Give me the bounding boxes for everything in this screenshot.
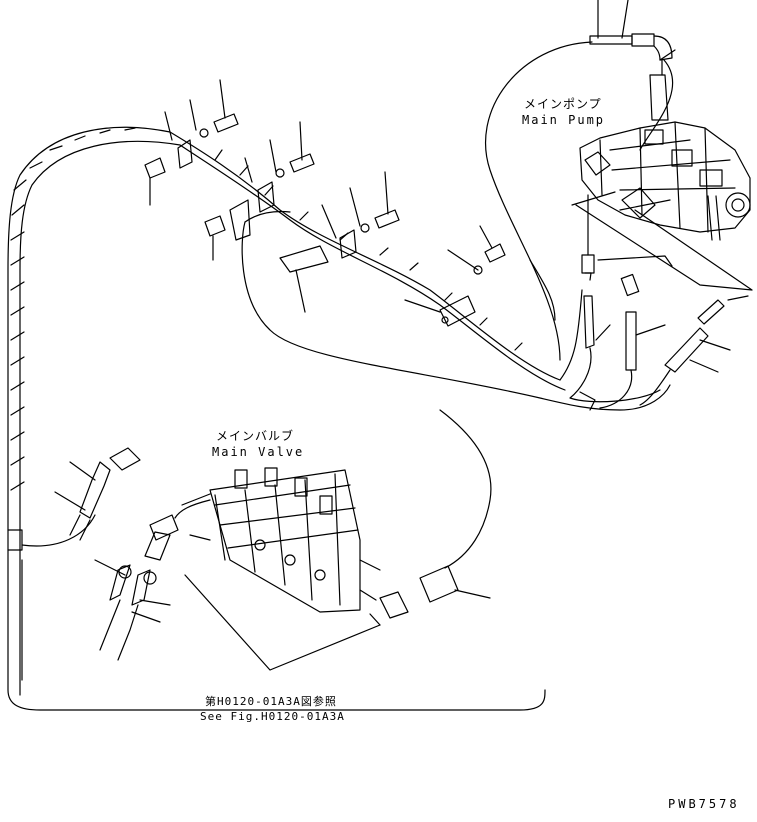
- bolts-washers: [144, 113, 506, 275]
- main-pump-label-ja: メインポンプ: [524, 97, 602, 111]
- see-fig-label-ja: 第H0120-01A3A図参照: [205, 695, 337, 708]
- part-leader-lines: [149, 79, 493, 313]
- pump-leader-lines: [529, 259, 731, 351]
- main-valve-label-en: Main Valve: [212, 445, 305, 459]
- main-valve-label-ja: メインバルブ: [216, 429, 295, 443]
- right-side-hoses: [559, 194, 749, 411]
- main-pump-label-en: Main Pump: [522, 113, 606, 127]
- hose-harness: [169, 131, 671, 411]
- clamps-brackets: [177, 139, 476, 327]
- pump-top-pipes: [485, 0, 674, 361]
- see-fig-label-en: See Fig.H0120-01A3A: [200, 710, 345, 723]
- main-valve: [174, 467, 381, 613]
- main-pump: [571, 49, 753, 291]
- drawing-code: PWB7578: [668, 797, 740, 811]
- left-hose-loop: [7, 126, 546, 711]
- valve-leader-lines: [54, 461, 491, 671]
- valve-fittings: [69, 409, 492, 661]
